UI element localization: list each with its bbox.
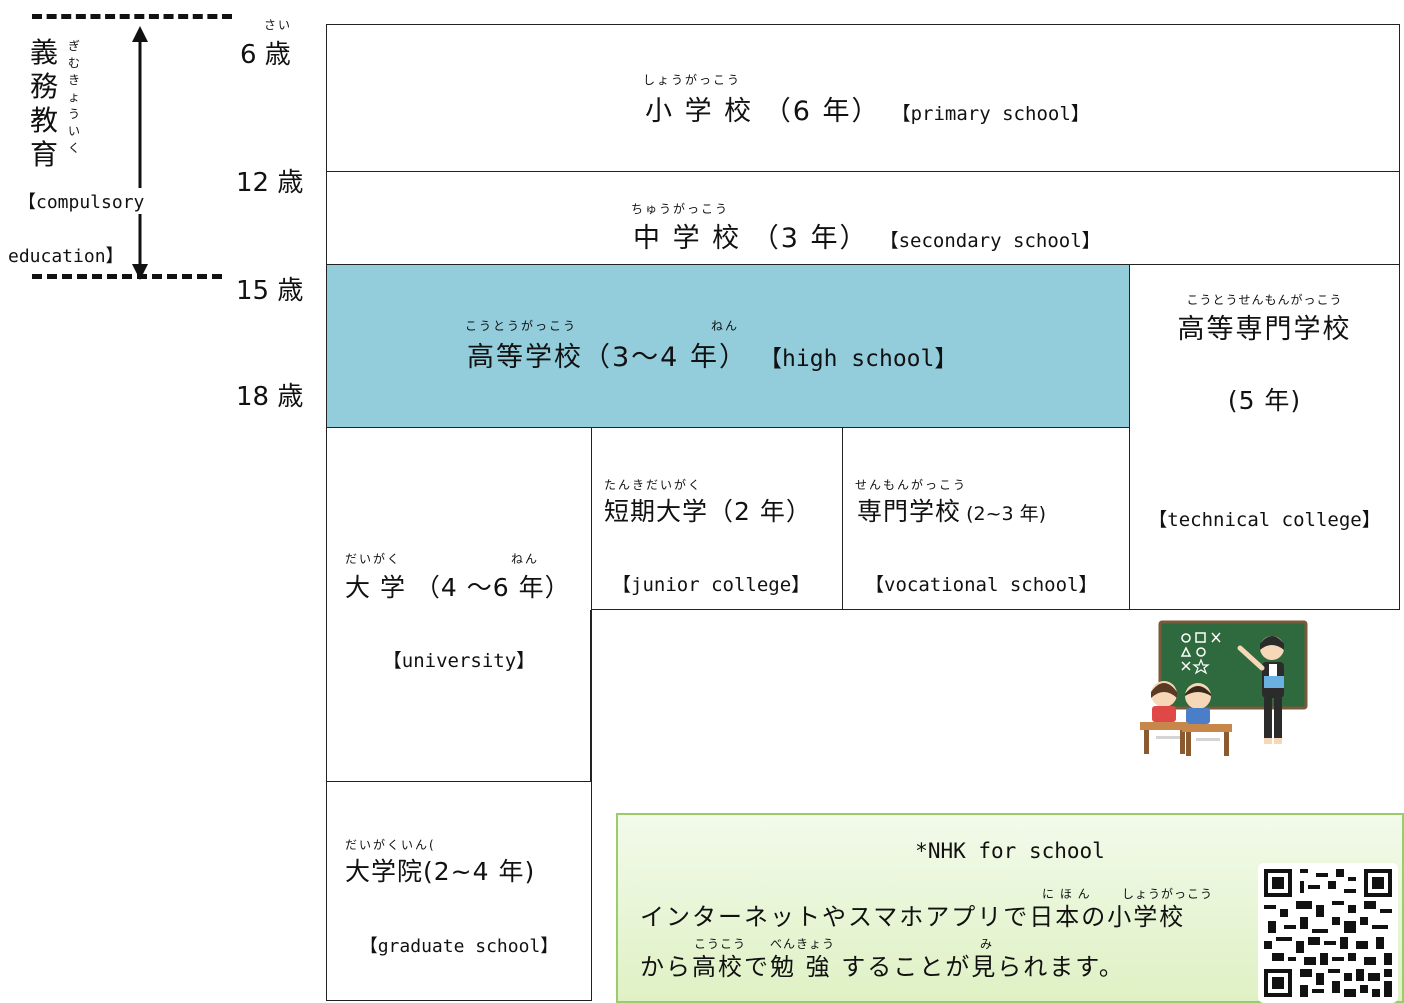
nhk-note-line1: インターネットやスマホアプリで日本の小学校	[640, 903, 1186, 931]
compulsory-english-line1: 【compulsory	[18, 188, 145, 214]
classroom-illustration	[1140, 620, 1308, 756]
primary-name: 小 学 校 （6 年）	[645, 96, 881, 127]
nhk-ruby-nihon: に ほ ん	[1042, 887, 1091, 901]
ruby-char: ょ	[68, 90, 81, 104]
vocational-heading: 専門学校 (2~3 年)	[857, 492, 1046, 528]
high-name: 高等学校（3～4 年）	[467, 342, 748, 373]
nhk-note-title: *NHK for school	[915, 839, 1105, 863]
nhk-ruby-mi: み	[980, 937, 995, 951]
ruby-char: う	[68, 107, 81, 121]
ruby-char: き	[68, 73, 81, 87]
secondary-school-box: ちゅうがっこう 中 学 校 （3 年） 【secondary school】	[326, 171, 1400, 265]
graduate-ruby: だいがくいん(	[345, 838, 436, 852]
ruby-char: む	[68, 56, 81, 70]
technical-name: 高等専門学校	[1177, 314, 1352, 345]
technical-college-box: こうとうせんもんがっこう 高等専門学校 (5 年) 【technical col…	[1129, 264, 1400, 610]
top-dashed-line	[32, 14, 232, 19]
compulsory-char: 義	[30, 36, 59, 69]
vocational-name: 専門学校	[857, 497, 962, 526]
qr-code[interactable]	[1258, 863, 1398, 1003]
vocational-english: 【vocational school】	[865, 574, 1098, 596]
university-ruby-year: ねん	[511, 552, 540, 566]
primary-heading: 小 学 校 （6 年） 【primary school】	[645, 89, 1090, 128]
primary-ruby: しょうがっこう	[643, 73, 742, 87]
age-ruby: さい	[264, 18, 293, 32]
secondary-ruby: ちゅうがっこう	[631, 202, 730, 216]
vocational-school-box: せんもんがっこう 専門学校 (2~3 年) 【vocational school…	[842, 427, 1130, 610]
technical-ruby: こうとうせんもんがっこう	[1186, 293, 1343, 307]
university-name: 大 学 （4 ～6 年）	[345, 573, 571, 602]
high-english: 【high school】	[759, 346, 958, 372]
compulsory-char: 育	[30, 138, 59, 171]
nhk-ruby-benkyou: べんきょう	[770, 937, 836, 951]
age-18: 18 歳	[236, 382, 304, 412]
compulsory-char: 務	[30, 70, 59, 103]
university-english: 【university】	[382, 650, 536, 672]
junior-name: 短期大学（2 年）	[604, 497, 812, 526]
high-ruby-year: ねん	[711, 319, 740, 333]
secondary-name: 中 学 校 （3 年）	[633, 223, 869, 254]
nhk-ruby-koukou: こうこう	[694, 937, 747, 951]
secondary-english: 【secondary school】	[879, 230, 1101, 252]
graduate-name: 大学院(2~4 年)	[345, 857, 536, 886]
junior-college-box: たんきだいがく 短期大学（2 年） 【junior college】	[591, 427, 843, 610]
nhk-note-line2: から高校で勉 強 することが見られます。	[640, 953, 1125, 981]
junior-english: 【junior college】	[612, 574, 811, 596]
graduate-school-box: だいがくいん( 大学院(2~4 年) 【graduate school】	[326, 781, 592, 1001]
primary-english: 【primary school】	[891, 103, 1090, 125]
technical-years: (5 年)	[1227, 386, 1302, 415]
technical-english: 【technical college】	[1148, 509, 1381, 531]
compulsory-english-line2: education】	[8, 242, 124, 268]
high-ruby: こうとうがっこう	[465, 319, 578, 333]
nhk-note-box: *NHK for school に ほ ん しょうがっこう インターネットやスマ…	[616, 813, 1404, 1003]
ruby-char: ぎ	[68, 39, 81, 53]
compulsory-char: 教	[30, 104, 59, 137]
compulsory-vertical-label: 義 務 教 育	[30, 36, 64, 172]
primary-school-box: しょうがっこう 小 学 校 （6 年） 【primary school】	[326, 24, 1400, 172]
ruby-char: く	[68, 141, 81, 155]
age-15: 15 歳	[236, 276, 304, 306]
vocational-ruby: せんもんがっこう	[855, 478, 968, 492]
column-divider-line	[590, 610, 592, 782]
university-box: だいがく ねん 大 学 （4 ～6 年） 【university】	[326, 427, 592, 782]
bottom-dashed-line	[32, 274, 222, 279]
secondary-heading: 中 学 校 （3 年） 【secondary school】	[633, 216, 1101, 255]
high-heading: 高等学校（3～4 年） 【high school】	[467, 335, 957, 374]
vocational-years: (2~3 年)	[966, 503, 1047, 525]
age-12: 12 歳	[236, 168, 304, 198]
graduate-english: 【graduate school】	[359, 936, 559, 957]
ruby-char: い	[68, 124, 81, 138]
compulsory-vertical-ruby: ぎ む き ょ う い く	[68, 38, 82, 157]
university-ruby: だいがく	[345, 552, 402, 566]
compulsory-range-arrow	[132, 26, 148, 280]
nhk-ruby-shougakkou: しょうがっこう	[1122, 887, 1214, 901]
high-school-box: こうとうがっこう ねん 高等学校（3～4 年） 【high school】	[326, 264, 1130, 428]
age-6: 6 歳	[240, 40, 291, 70]
junior-ruby: たんきだいがく	[604, 478, 703, 492]
qr-code-icon	[1264, 869, 1392, 997]
